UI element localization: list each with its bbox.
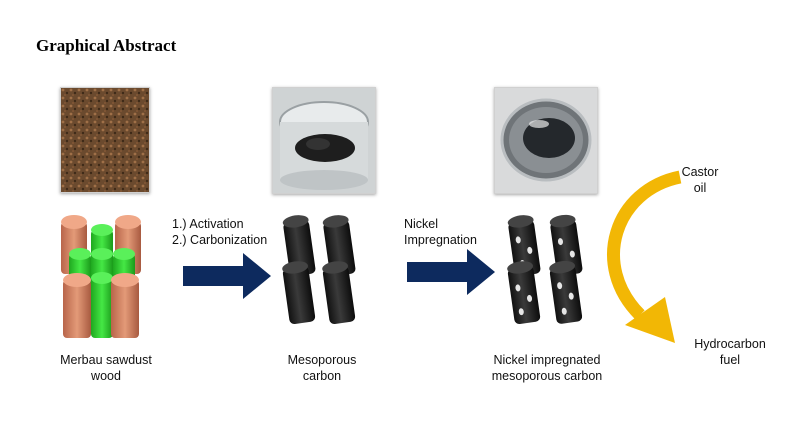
carbon-pellet (282, 261, 316, 325)
nickel-carbon-dish-photo (494, 87, 598, 194)
sawdust-photo (60, 87, 150, 193)
page-title: Graphical Abstract (36, 36, 177, 55)
stage-label-nickel-carbon: Nickel impregnated mesoporous carbon (491, 353, 603, 383)
nickel-carbon-pellet (507, 261, 541, 325)
step-label-activation-carbonization: 1.) Activation 2.) Carbonization (172, 217, 268, 247)
process-arrow-1 (183, 253, 271, 299)
wood-pellets-cluster (61, 215, 141, 338)
product-label-hydrocarbon-fuel: Hydrocarbon fuel (694, 337, 766, 367)
step-label-nickel-impregnation: Nickel Impregnation (404, 217, 477, 247)
reactant-label-castor-oil: Castor oil (681, 165, 719, 195)
stage-label-mesoporous-carbon: Mesoporous carbon (287, 353, 357, 383)
wood-pellet (111, 273, 139, 338)
castor-to-fuel-curved-arrow (607, 170, 682, 343)
wood-pellet (63, 273, 91, 338)
stage-label-sawdust: Merbau sawdust wood (60, 353, 152, 383)
green-pellet (91, 272, 113, 338)
process-arrow-2 (407, 249, 495, 295)
nickel-carbon-pellets-cluster (507, 214, 583, 325)
carbon-pellets-cluster (282, 215, 356, 325)
carbon-beaker-photo (272, 87, 376, 194)
carbon-pellet (322, 261, 356, 325)
nickel-carbon-pellet (549, 260, 583, 324)
